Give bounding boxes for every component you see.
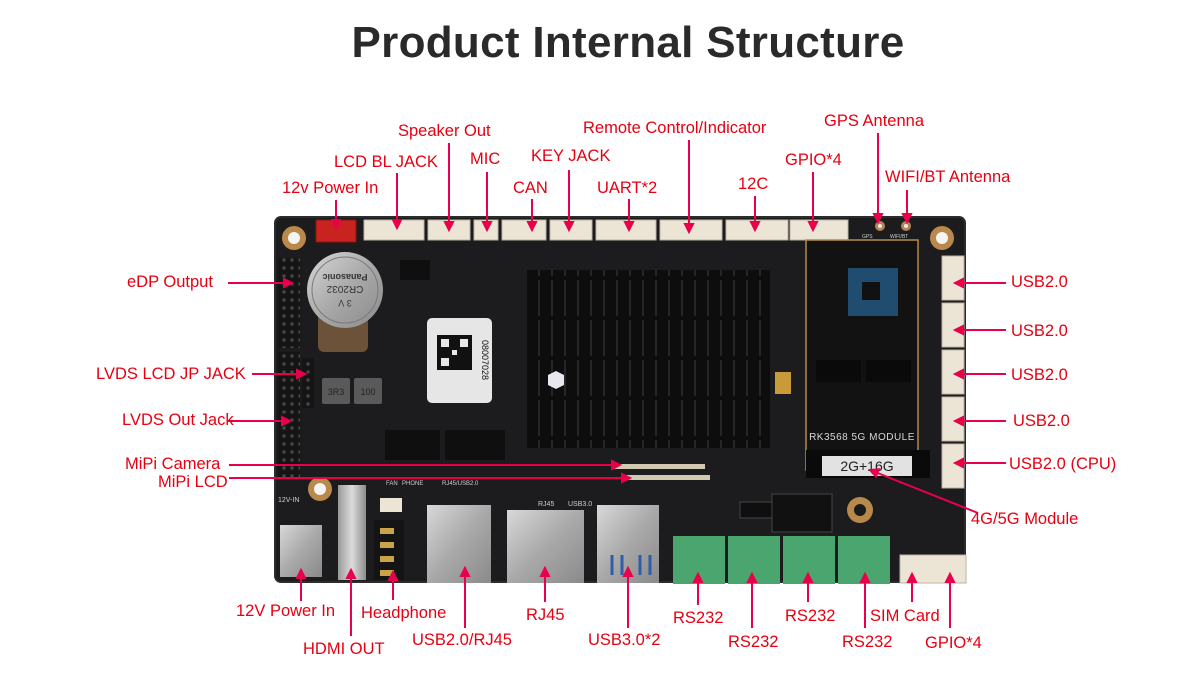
label-hdmi-out: HDMI OUT — [303, 640, 385, 658]
arrow-rs232-3 — [802, 571, 814, 602]
arrow-edp-output — [228, 277, 295, 289]
arrow-mipi-lcd — [229, 472, 633, 484]
lvds-header — [278, 352, 300, 477]
arrow-uart — [623, 199, 635, 233]
arrow-remote-control — [683, 140, 695, 235]
arrow-rs232-1 — [692, 571, 704, 605]
lvds-jp-header — [302, 358, 314, 408]
qr-serial: 08007028 — [480, 340, 490, 380]
battery-voltage: 3 V — [338, 298, 352, 308]
label-i2c: 12C — [738, 175, 769, 193]
label-rj45: RJ45 — [526, 606, 565, 624]
arrow-speaker-out — [443, 143, 455, 233]
arrow-12v-power-in-bottom — [295, 567, 307, 601]
arrow-rj45 — [539, 565, 551, 602]
label-mipi-camera: MiPi Camera — [125, 455, 221, 473]
arrow-sim-card — [906, 571, 918, 602]
arrow-gpio-top — [807, 172, 819, 233]
label-edp-output: eDP Output — [127, 273, 213, 291]
mounting-holes — [282, 226, 954, 523]
arrow-usb2-2 — [952, 324, 1006, 336]
rk3568-module: RK3568 5G MODULE 2G+16G — [805, 239, 930, 478]
label-usb2-3: USB2.0 — [1011, 366, 1068, 384]
arrow-mipi-camera — [229, 459, 623, 471]
coin-battery: Panasonic CR2032 3 V — [307, 252, 383, 352]
mipi-camera-connector — [615, 464, 705, 469]
label-usb2-rj45: USB2.0/RJ45 — [412, 631, 512, 649]
arrow-usb2-cpu — [952, 457, 1006, 469]
inductor-label-b: 100 — [360, 387, 375, 397]
light-pipe — [548, 371, 564, 389]
top-connectors — [315, 219, 849, 243]
label-uart: UART*2 — [597, 179, 658, 197]
label-lcd-bl-jack: LCD BL JACK — [334, 153, 438, 171]
arrow-hdmi-out — [345, 567, 357, 636]
label-gps-antenna: GPS Antenna — [824, 112, 924, 130]
callout-arrows — [228, 133, 1006, 636]
label-can: CAN — [513, 179, 548, 197]
label-gpio-bottom: GPIO*4 — [925, 634, 982, 652]
mipi-lcd-connector — [625, 475, 710, 480]
inductor-label-a: 3R3 — [328, 387, 345, 397]
label-remote-control: Remote Control/Indicator — [583, 119, 767, 137]
label-usb3: USB3.0*2 — [588, 631, 661, 649]
arrow-mic — [481, 172, 493, 233]
arrow-12v-power-in-top — [330, 200, 342, 231]
arrow-usb2-3 — [952, 368, 1006, 380]
arrow-rs232-2 — [746, 571, 758, 628]
arrow-lvds-out-jack — [228, 415, 293, 427]
arrow-rs232-4 — [859, 571, 871, 628]
battery-brand: Panasonic — [322, 272, 367, 282]
arrow-key-jack — [563, 170, 575, 233]
label-12v-power-in-bottom: 12V Power In — [236, 602, 336, 620]
label-speaker-out: Speaker Out — [398, 122, 491, 140]
arrow-usb3 — [622, 565, 634, 628]
arrow-usb2-rj45 — [459, 565, 471, 628]
arrow-gps-antenna — [872, 133, 884, 225]
right-usb-connectors — [941, 255, 965, 489]
arrow-wifi-bt-antenna — [901, 190, 913, 225]
bottom-connectors — [280, 485, 967, 584]
label-usb2-cpu: USB2.0 (CPU) — [1009, 455, 1117, 473]
arrow-gpio-bottom — [944, 571, 956, 628]
label-12v-power-in-top: 12v Power In — [282, 179, 379, 197]
label-lvds-out-jack: LVDS Out Jack — [122, 411, 234, 429]
module-sticker: 2G+16G — [840, 458, 893, 474]
label-gpio-top: GPIO*4 — [785, 151, 842, 169]
edp-header — [278, 258, 300, 348]
arrow-can — [526, 199, 538, 233]
label-mipi-lcd: MiPi LCD — [158, 473, 228, 491]
arrow-usb2-4 — [952, 415, 1006, 427]
label-rs232-4: RS232 — [842, 633, 893, 651]
label-headphone: Headphone — [361, 604, 447, 622]
arrow-4g5g-module — [867, 468, 979, 514]
label-sim-card: SIM Card — [870, 607, 940, 625]
arrow-headphone — [387, 569, 399, 600]
module-name: RK3568 5G MODULE — [809, 432, 915, 443]
label-mic: MIC — [470, 150, 501, 168]
label-rs232-1: RS232 — [673, 609, 724, 627]
qr-sticker: 08007028 — [427, 318, 492, 403]
label-key-jack: KEY JACK — [531, 147, 611, 165]
arrow-usb2-1 — [952, 277, 1006, 289]
page-title: Product Internal Structure — [351, 18, 905, 67]
heatsink — [527, 270, 770, 448]
arrow-lvds-lcd-jp-jack — [252, 368, 308, 380]
label-lvds-lcd-jp-jack: LVDS LCD JP JACK — [96, 365, 246, 383]
label-rs232-3: RS232 — [785, 607, 836, 625]
label-usb2-4: USB2.0 — [1013, 412, 1070, 430]
label-wifi-bt-antenna: WIFI/BT Antenna — [885, 168, 1011, 186]
battery-model: CR2032 — [326, 283, 363, 294]
label-4g5g-module: 4G/5G Module — [971, 510, 1079, 528]
label-usb2-2: USB2.0 — [1011, 322, 1068, 340]
arrow-lcd-bl-jack — [391, 173, 403, 231]
label-rs232-2: RS232 — [728, 633, 779, 651]
arrow-i2c — [749, 196, 761, 233]
label-usb2-1: USB2.0 — [1011, 273, 1068, 291]
